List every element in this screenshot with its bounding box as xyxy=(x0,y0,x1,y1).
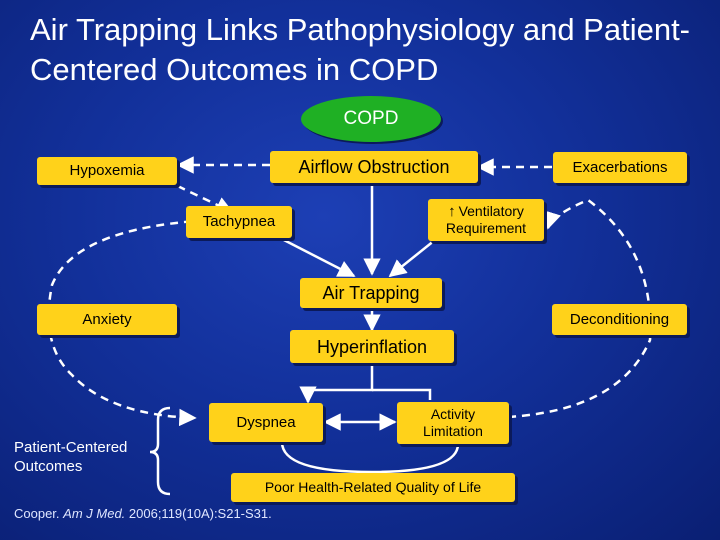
arrow-hyperinflation-to-dyspnea xyxy=(299,362,374,404)
patient-outcomes-brace xyxy=(149,406,171,496)
dashed-cycle-left xyxy=(47,217,277,427)
node-hyperinflation: Hyperinflation xyxy=(290,330,454,363)
slide-title: Air Trapping Links Pathophysiology and P… xyxy=(30,12,691,87)
arrow-to-quality-of-life xyxy=(280,441,460,474)
up-arrow-icon: ↑ xyxy=(448,203,456,220)
node-ventilatory-requirement: ↑Ventilatory Requirement xyxy=(428,199,544,241)
arrow-ventilatory-to-airtrapping xyxy=(388,239,436,278)
node-tachypnea: Tachypnea xyxy=(186,206,292,238)
node-air-trapping: Air Trapping xyxy=(300,278,442,308)
dashed-cycle-right xyxy=(507,198,652,419)
ventilatory-line2: Requirement xyxy=(445,220,527,236)
node-dyspnea: Dyspnea xyxy=(209,403,323,442)
node-exacerbations: Exacerbations xyxy=(553,152,687,183)
arrow-hyperinflation-to-activity xyxy=(372,388,432,400)
citation: Cooper. Am J Med. 2006;119(10A):S21-S31. xyxy=(14,506,272,521)
node-activity-limitation: Activity Limitation xyxy=(397,402,509,444)
node-quality-of-life: Poor Health-Related Quality of Life xyxy=(231,473,515,502)
node-hypoxemia: Hypoxemia xyxy=(37,157,177,185)
ventilatory-line1: ↑Ventilatory xyxy=(448,203,524,220)
node-deconditioning: Deconditioning xyxy=(552,304,687,335)
arrow-tachypnea-to-airtrapping xyxy=(279,236,356,278)
node-airflow-obstruction: Airflow Obstruction xyxy=(270,151,478,183)
node-anxiety: Anxiety xyxy=(37,304,177,335)
node-copd: COPD xyxy=(301,96,441,142)
patient-centered-outcomes-label: Patient-Centered Outcomes xyxy=(14,439,128,475)
